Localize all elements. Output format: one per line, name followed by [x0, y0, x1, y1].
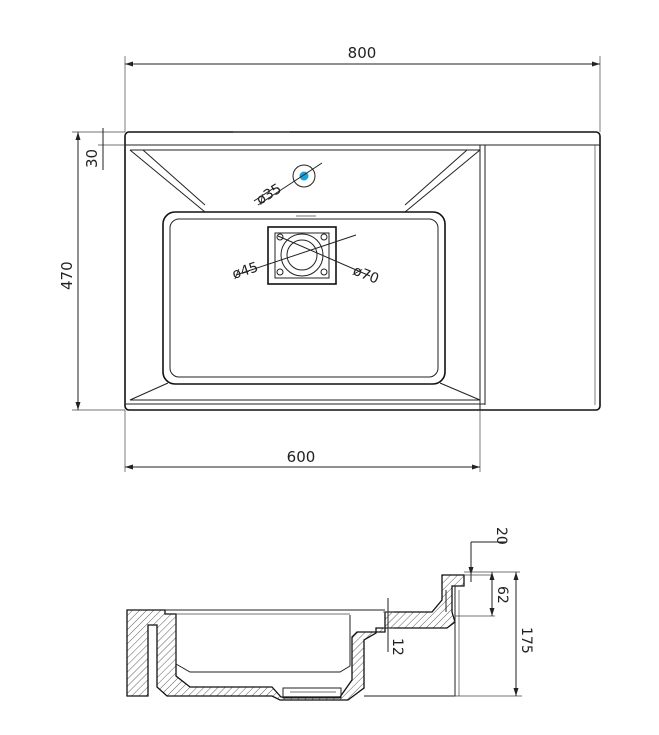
dim-label-wall: 12 [389, 638, 405, 656]
dim-label-overall-width: 800 [348, 44, 377, 62]
dim-shelf-height: 62 [455, 571, 520, 617]
dim-label-bowl-width: 600 [287, 448, 316, 466]
dim-label-overall-depth: 470 [58, 261, 76, 290]
dim-total-height: 175 [455, 572, 534, 697]
dim-wall: 12 [383, 598, 405, 656]
dim-label-step: 20 [493, 527, 509, 545]
dim-overall-width: 800 [124, 44, 601, 132]
drain: ø45 ø70 [230, 226, 381, 288]
dim-overall-depth: 470 [58, 131, 125, 411]
faucet-hole: ø35 [254, 162, 323, 208]
basin-outline-top [124, 131, 601, 411]
dim-rim-thickness: 30 [83, 128, 125, 170]
side-section-view: 20 62 175 12 [126, 527, 534, 701]
dim-label-drain-outer: ø70 [351, 263, 381, 288]
dim-label-total-height: 175 [518, 627, 534, 654]
dim-label-shelf-height: 62 [494, 586, 510, 604]
section-hatch [126, 574, 465, 701]
dim-bowl-width: 600 [124, 410, 481, 472]
dim-label-rim-thickness: 30 [83, 149, 101, 168]
dim-step: 20 [464, 527, 509, 582]
top-view: 800 [58, 44, 601, 472]
dim-label-drain-inner: ø45 [230, 259, 260, 282]
